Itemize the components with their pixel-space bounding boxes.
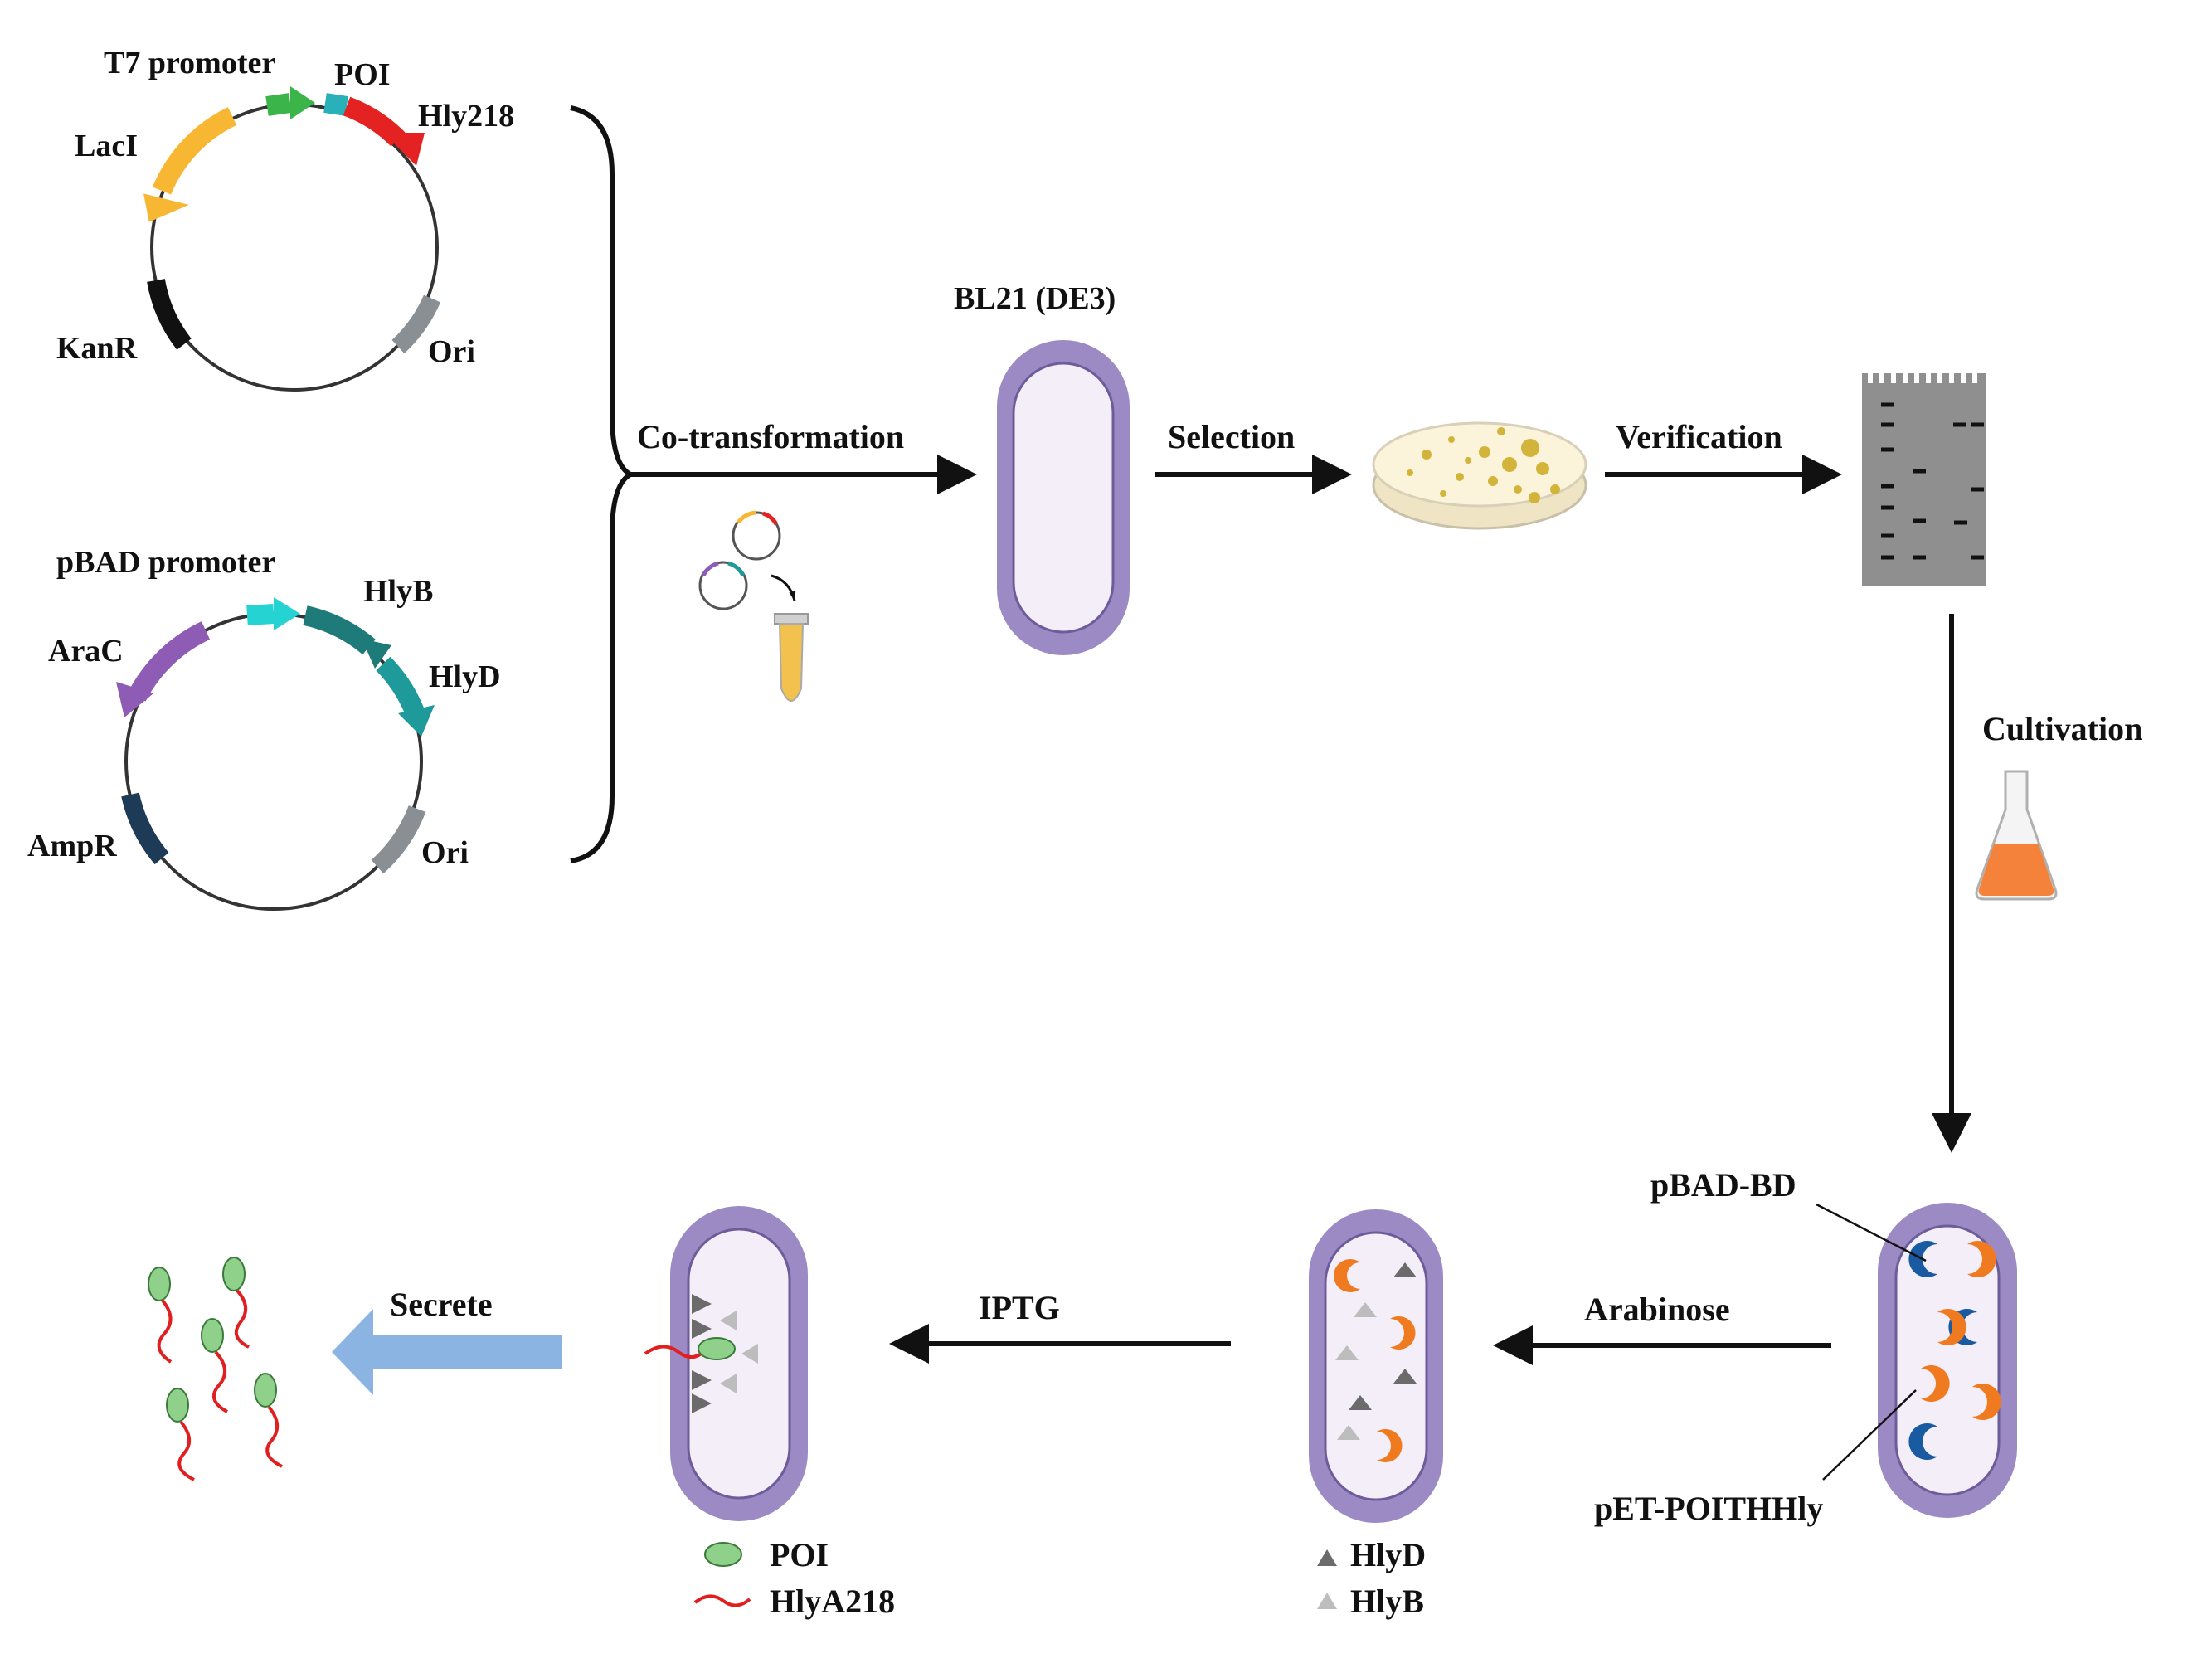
verification-label: Verification <box>1616 418 1782 455</box>
kanr-segment <box>147 278 192 350</box>
verification-step: Verification <box>1605 373 1986 586</box>
cell-3-hlyd-icon <box>1349 1262 1417 1410</box>
secreted-product-icon <box>201 1318 228 1413</box>
cell-secreting <box>644 1206 808 1521</box>
ampr-label: AmpR <box>27 829 117 863</box>
hlyd-label: HlyD <box>429 659 501 694</box>
t7-promoter-label: T7 promoter <box>104 46 275 80</box>
secreted-product-icon <box>254 1373 283 1468</box>
arabinose-step: Arabinose <box>1493 1291 1831 1365</box>
gel-wells-icon <box>1862 373 1986 383</box>
ampr-segment <box>121 792 169 865</box>
pbad-bd-callout-line <box>1816 1203 1927 1262</box>
mini-plasmid-2-icon <box>698 561 748 610</box>
t7-promoter-gene <box>265 93 292 116</box>
cell-2-hlyd-icon <box>692 1294 712 1413</box>
poi-segment <box>323 93 348 116</box>
flask-liquid-icon <box>1978 844 2054 896</box>
hlyd-arrowhead <box>398 705 435 737</box>
iptg-label: IPTG <box>979 1289 1060 1326</box>
hlyb-gene <box>303 605 376 655</box>
bl21-cell: BL21 (DE3) <box>954 281 1130 655</box>
legend-hlyd-hlyb: HlyD HlyB <box>1317 1536 1426 1620</box>
pbad-bd-label: pBAD-BD <box>1650 1166 1796 1204</box>
gel-icon <box>1862 383 1986 586</box>
legend-poi-label: POI <box>770 1536 829 1573</box>
legend-poi-hlya218: POI HlyA218 <box>693 1536 895 1620</box>
laci-gene <box>152 107 237 195</box>
arac-label: AraC <box>48 634 124 669</box>
iptg-step: IPTG <box>889 1289 1231 1364</box>
hlyb-arrowhead <box>362 639 391 669</box>
ori-label: Ori <box>428 334 475 369</box>
arac-gene <box>128 621 211 702</box>
secreted-product-icon <box>166 1388 195 1481</box>
legend-hlya218-icon <box>693 1594 751 1607</box>
tube-icon <box>778 623 805 702</box>
t7-promoter-arrowhead <box>290 86 315 119</box>
hly218-arrowhead <box>383 133 425 166</box>
curly-brace <box>570 105 636 863</box>
poi-label: POI <box>334 57 391 92</box>
arabinose-label: Arabinose <box>1584 1291 1730 1328</box>
kanr-label: KanR <box>56 331 138 366</box>
cotransformation-step: Co-transformation <box>629 418 977 702</box>
pbad-promoter-label: pBAD promoter <box>56 545 275 580</box>
pet-poithhly-plasmids-icon <box>1921 1241 2001 1421</box>
pbad-promoter-gene <box>246 604 275 625</box>
colonies-icon <box>1407 427 1560 503</box>
tube-cap-icon <box>774 613 809 625</box>
hlyb-label: HlyB <box>363 574 433 609</box>
legend-poi-icon <box>704 1542 742 1567</box>
arac-arrowhead <box>116 682 153 717</box>
cell-2-poi-icon <box>698 1337 736 1360</box>
ori-segment <box>391 294 441 354</box>
secreted-product-icon <box>148 1267 173 1364</box>
selection-step: Selection <box>1155 418 1587 530</box>
legend-hlyd-label: HlyD <box>1350 1536 1426 1573</box>
cultivation-label: Cultivation <box>1982 710 2142 747</box>
legend-hlyd-icon <box>1317 1549 1337 1566</box>
cell-plasmid-bearing: pBAD-BD pET-POITHHly <box>1594 1166 2017 1527</box>
plasmid-1: T7 promoter POI Hly218 LacI KanR Ori <box>56 46 514 392</box>
legend-hlyb-label: HlyB <box>1350 1583 1424 1620</box>
hly218-label: Hly218 <box>418 99 514 134</box>
laci-arrowhead <box>143 193 189 222</box>
strain-label: BL21 (DE3) <box>954 281 1116 316</box>
secreted-product-icon <box>222 1257 250 1349</box>
mini-arrow-icon <box>771 574 796 601</box>
plasmid-2: pBAD promoter HlyB AraC HlyD AmpR Ori <box>27 545 501 911</box>
cotransformation-label: Co-transformation <box>637 418 904 455</box>
cultivation-step: Cultivation <box>1932 614 2142 1153</box>
cell-2-hlya218-icon <box>644 1345 708 1359</box>
gel-bands-icon <box>1881 402 1984 560</box>
legend-hlya218-label: HlyA218 <box>770 1583 895 1620</box>
cell-3-hlyb-icon <box>1335 1302 1377 1440</box>
pet-poithhly-label: pET-POITHHly <box>1594 1490 1823 1527</box>
legend-hlyb-icon <box>1317 1593 1337 1609</box>
cell-transporter-expressed <box>1309 1209 1443 1523</box>
secrete-label: Secrete <box>390 1286 493 1323</box>
laci-label: LacI <box>75 129 138 163</box>
pet-poithhly-callout-line <box>1822 1389 1917 1481</box>
cell-2-hlyb-icon <box>720 1311 758 1393</box>
secrete-step: Secrete <box>332 1286 562 1395</box>
selection-label: Selection <box>1168 418 1295 455</box>
hlyd-gene <box>376 656 425 716</box>
cell-3-plasmids-icon <box>1334 1259 1416 1462</box>
bl21-cell-inner <box>1012 362 1115 634</box>
secrete-arrow <box>332 1309 562 1395</box>
pbad-promoter-arrowhead <box>274 597 300 630</box>
ori2-segment <box>371 805 426 874</box>
cell-2-inner <box>687 1228 791 1500</box>
secreted-products <box>148 1257 283 1481</box>
ori2-label: Ori <box>421 835 469 870</box>
